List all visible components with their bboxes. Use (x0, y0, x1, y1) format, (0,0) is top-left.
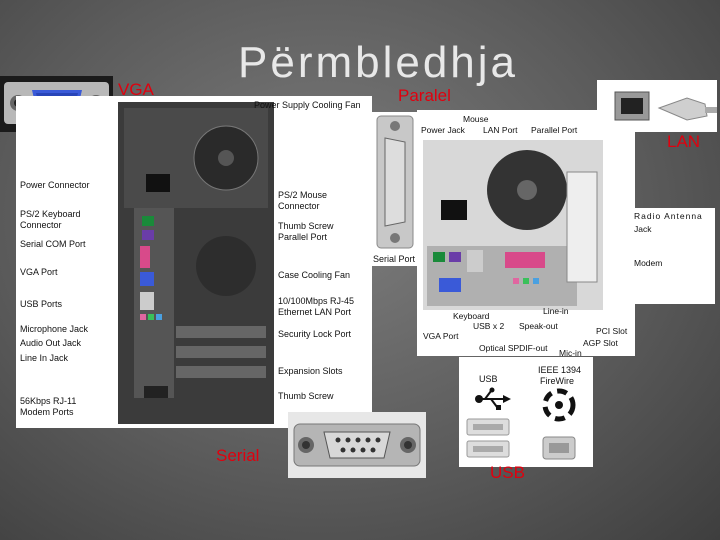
parallel-connector-image: Serial Port (371, 112, 419, 266)
usb-label: USB (490, 463, 525, 482)
usb-firewire-image: USB IEEE 1394 FireWire (459, 357, 593, 467)
label-microphone-jack: Microphone Jack (20, 324, 89, 334)
label-security-lock-port: Security Lock Port (278, 329, 352, 339)
usb-symbol-icon (475, 387, 511, 410)
usb-panel-usb-label: USB (479, 374, 498, 384)
slide-title: Përmbledhja (238, 38, 519, 87)
serial-connector-image (288, 412, 426, 478)
lan-jack-icon (614, 91, 717, 121)
label-thumb-screw-top: Thumb Screw (278, 221, 334, 231)
label-vga-port: VGA Port (20, 267, 58, 277)
back-panel-diagram: Mouse Power Jack LAN Port Parallel Port … (417, 110, 715, 356)
label-rj45: 10/100Mbps RJ-45 (278, 296, 355, 306)
usb-panel-firewire-line1: IEEE 1394 (538, 365, 582, 375)
vga-label: VGA (118, 80, 154, 99)
label-line-in: Line-in (543, 306, 569, 316)
label-back-parallel-port: Parallel Port (531, 125, 578, 135)
paralel-label: Paralel (398, 86, 451, 105)
label-radio-antenna-jack: Jack (634, 224, 652, 234)
label-usb-ports: USB Ports (20, 299, 63, 309)
label-ps2-mouse: PS/2 Mouse (278, 190, 328, 200)
parallel-connector-icon (376, 115, 414, 249)
label-modem: Modem (634, 258, 663, 268)
lan-label: LAN (667, 132, 701, 151)
label-expansion-slots: Expansion Slots (278, 366, 343, 376)
lan-jack-image (597, 80, 717, 132)
label-power-connector: Power Connector (20, 180, 90, 190)
label-agp-slot: AGP Slot (583, 338, 618, 348)
label-usb-x2: USB x 2 (473, 321, 505, 331)
pc-case-diagram: Power Connector PS/2 Keyboard Connector … (16, 96, 372, 428)
label-ps2-mouse-connector: Connector (278, 201, 320, 211)
label-mouse: Mouse (463, 114, 489, 124)
label-ps2-keyboard-connector: Connector (20, 220, 62, 230)
serial-label: Serial (216, 446, 260, 465)
label-speak-out: Speak-out (519, 321, 558, 331)
label-ps2-keyboard: PS/2 Keyboard (20, 209, 81, 219)
label-modem-ports: Modem Ports (20, 407, 74, 417)
usb-panel-firewire-line2: FireWire (540, 376, 574, 386)
label-lan-port: LAN Port (483, 125, 518, 135)
label-serial-port-caption: Serial Port (373, 254, 416, 264)
usb-firewire-icons (466, 387, 576, 460)
label-serial-com-port: Serial COM Port (20, 239, 86, 249)
label-thumb-screw-bottom: Thumb Screw (278, 391, 334, 401)
label-line-in-jack: Line In Jack (20, 353, 69, 363)
label-modem-rj11: 56Kbps RJ-11 (20, 396, 77, 406)
label-optical-spdif: Optical SPDIF-out (479, 343, 548, 353)
label-case-fan: Case Cooling Fan (278, 270, 351, 280)
label-back-vga-port: VGA Port (423, 331, 459, 341)
label-audio-out-jack: Audio Out Jack (20, 338, 82, 348)
serial-connector-icon (293, 423, 421, 467)
label-psu-fan: Power Supply Cooling Fan (254, 100, 361, 110)
back-panel-illustration (423, 140, 603, 310)
label-parallel-port: Parallel Port (278, 232, 328, 242)
label-pci-slot: PCI Slot (596, 326, 628, 336)
label-keyboard: Keyboard (453, 311, 490, 321)
label-radio-antenna: Radio Antenna (634, 211, 703, 221)
label-mic-in: Mic-in (559, 348, 582, 356)
label-ethernet-lan-port: Ethernet LAN Port (278, 307, 352, 317)
label-power-jack: Power Jack (421, 125, 465, 135)
pc-case-illustration (118, 102, 274, 424)
firewire-symbol-icon (542, 388, 576, 422)
